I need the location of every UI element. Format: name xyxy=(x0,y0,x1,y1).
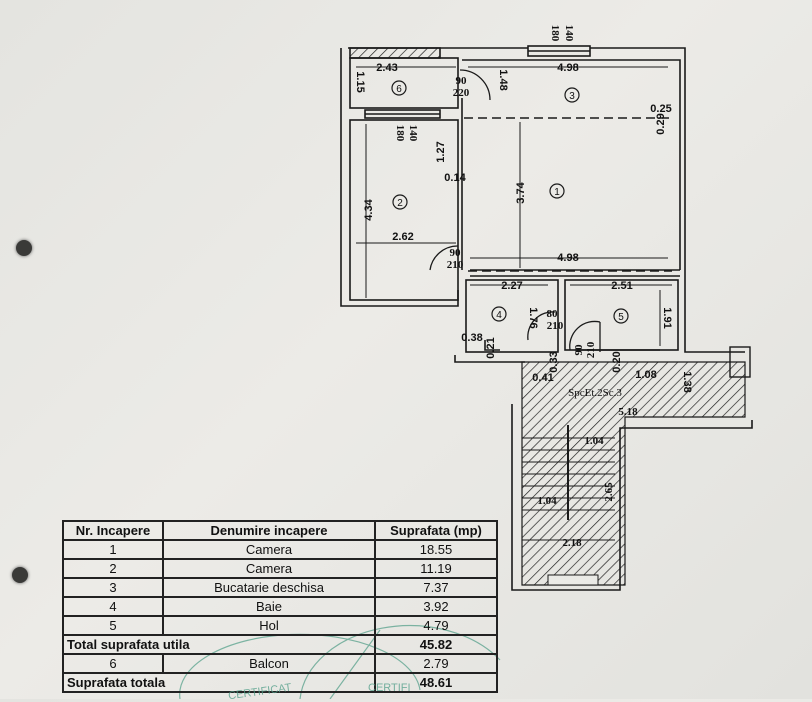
dim-bath-door-h: 210 xyxy=(547,320,564,332)
binder-hole-bottom xyxy=(12,567,28,583)
dim-hall-a: 0.20 xyxy=(611,351,623,372)
dim-stair-w2: 1.04 xyxy=(537,495,557,507)
room-number-1: 1 xyxy=(554,187,560,198)
dim-stair-bottom: 2.18 xyxy=(562,537,582,549)
room-name: Camera xyxy=(162,539,376,560)
dim-room1-width: 4.98 xyxy=(557,252,578,264)
room-area: 4.79 xyxy=(374,615,498,636)
dim-hall-depth: 1.91 xyxy=(661,307,673,328)
total-useful-label: Total suprafata utila xyxy=(62,634,376,655)
dim-room1-depth: 3.74 xyxy=(515,181,527,203)
walls xyxy=(340,45,745,363)
room-nr: 6 xyxy=(62,653,164,674)
dim-bath-b: 0.21 xyxy=(485,337,497,358)
room-area: 2.79 xyxy=(374,653,498,674)
total-row: Suprafata totala 48.61 xyxy=(62,672,498,693)
dim-balcony-width: 2.43 xyxy=(376,62,397,74)
room-name: Baie xyxy=(162,596,376,617)
room-number-6: 6 xyxy=(396,84,402,95)
dim-room2-door-h: 210 xyxy=(447,259,464,271)
dim-corner-a: 0.25 xyxy=(650,103,671,115)
header-room-name: Denumire incapere xyxy=(162,520,376,541)
dim-stair-w1: 1.04 xyxy=(584,435,604,447)
dim-room2-b: 0.14 xyxy=(444,172,466,184)
dim-bath-a: 0.38 xyxy=(461,332,482,344)
room-nr: 4 xyxy=(62,596,164,617)
room-name: Camera xyxy=(162,558,376,579)
dim-room2-depth: 4.34 xyxy=(363,198,375,220)
dim-bath-door-w: 80 xyxy=(547,308,559,320)
dim-room2-a: 1.27 xyxy=(435,141,447,162)
stamp-text-2: CERTIFI xyxy=(368,682,411,694)
dim-stair-length: 2.65 xyxy=(603,482,615,502)
dim-kitchen-depth: 1.48 xyxy=(497,69,509,90)
dim-hall-d: 1.08 xyxy=(635,369,656,381)
doors xyxy=(429,69,601,352)
total-useful-value: 45.82 xyxy=(374,634,498,655)
total-label: Suprafata totala xyxy=(62,672,376,693)
dim-hall-width: 2.51 xyxy=(611,280,632,292)
dim-hall-c: 0.41 xyxy=(532,372,553,384)
dim-room2-door-w: 90 xyxy=(450,247,462,259)
dim-entry-door-h: 210 xyxy=(585,341,597,358)
room-nr: 5 xyxy=(62,615,164,636)
header-room-number: Nr. Incapere xyxy=(62,520,164,541)
dim-entry-door-w: 90 xyxy=(573,344,585,356)
room-area: 3.92 xyxy=(374,596,498,617)
room-name: Bucatarie deschisa xyxy=(162,577,376,598)
dim-kitchen-width: 4.98 xyxy=(557,62,578,74)
dim-room2-window-h: 140 xyxy=(407,125,419,142)
dim-top-window-w: 180 xyxy=(549,25,561,42)
room-nr: 1 xyxy=(62,539,164,560)
dim-hall-b: 0.33 xyxy=(548,351,560,372)
room-nr: 2 xyxy=(62,558,164,579)
common-stair-area: SpcEt.2Sc.3 xyxy=(511,346,753,591)
total-useful-row: Total suprafata utila 45.82 xyxy=(62,634,498,655)
total-value: 48.61 xyxy=(374,672,498,693)
room-area: 11.19 xyxy=(374,558,498,579)
room-number-5: 5 xyxy=(618,312,624,323)
table-header-row: Nr. Incapere Denumire incapere Suprafata… xyxy=(62,520,498,541)
dim-balcony-door-w: 90 xyxy=(456,75,468,87)
dim-bath-width: 2.27 xyxy=(501,280,522,292)
dim-top-window-h: 140 xyxy=(563,25,575,42)
dim-room2-width: 2.62 xyxy=(392,231,413,243)
header-area: Suprafata (mp) xyxy=(374,520,498,541)
room-name: Balcon xyxy=(162,653,376,674)
room-number-3: 3 xyxy=(569,91,575,102)
room-number-4: 4 xyxy=(496,310,502,321)
dim-corner-b: 0.29 xyxy=(655,113,667,134)
dim-bath-depth: 1.76 xyxy=(527,307,539,328)
dim-balcony-door-h: 220 xyxy=(453,87,470,99)
room-number-2: 2 xyxy=(397,198,403,209)
room-name: Hol xyxy=(162,615,376,636)
room-area: 18.55 xyxy=(374,539,498,560)
room-nr: 3 xyxy=(62,577,164,598)
dim-balcony-depth: 1.15 xyxy=(354,71,366,92)
binder-hole-top xyxy=(16,240,32,256)
room-area: 7.37 xyxy=(374,577,498,598)
dim-room2-window-w: 180 xyxy=(394,125,406,142)
dim-landing-width: 5.18 xyxy=(618,406,638,418)
common-space-label: SpcEt.2Sc.3 xyxy=(568,387,622,399)
room-divisions xyxy=(464,117,672,272)
room-area-table: Nr. Incapere Denumire incapere Suprafata… xyxy=(62,520,498,693)
dim-hall-e: 1.38 xyxy=(681,371,693,392)
